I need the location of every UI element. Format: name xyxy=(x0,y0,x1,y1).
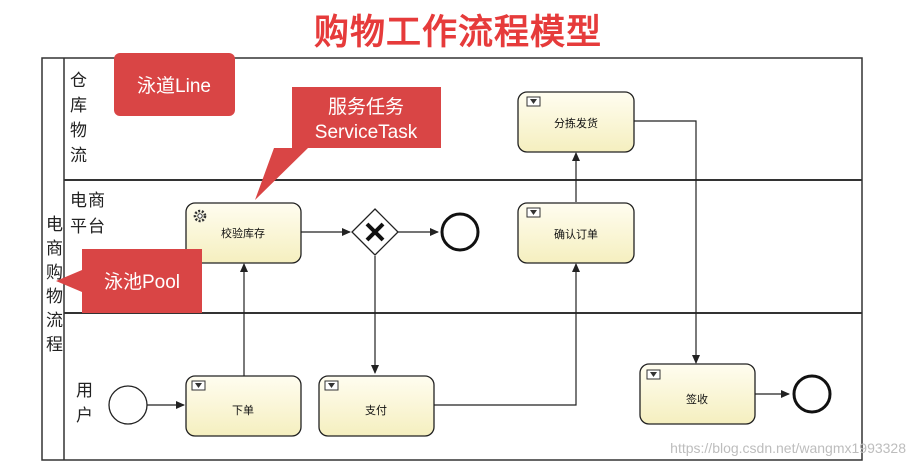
svg-text:物: 物 xyxy=(70,121,87,141)
callout-service-task: 服务任务 ServiceTask xyxy=(255,87,441,200)
svg-text:用: 用 xyxy=(76,381,93,401)
sequence-flows xyxy=(147,120,790,409)
watermark: https://blog.csdn.net/wangmx1993328 xyxy=(670,440,906,456)
end-event[interactable] xyxy=(440,212,480,252)
svg-text:流: 流 xyxy=(70,146,87,166)
pool-label-char: 购 xyxy=(46,263,63,283)
svg-text:泳池Pool: 泳池Pool xyxy=(104,271,180,293)
callout-lane: 泳道Line xyxy=(114,53,235,116)
diagram-title: 购物工作流程模型 xyxy=(313,13,602,53)
pool-label-char: 物 xyxy=(46,287,63,307)
svg-text:ServiceTask: ServiceTask xyxy=(315,122,418,143)
task-confirm-order[interactable]: 确认订单 xyxy=(517,202,635,264)
pool-frame xyxy=(41,57,863,461)
task-receive[interactable]: 签收 xyxy=(639,363,756,425)
task-pick-ship[interactable]: 分拣发货 xyxy=(517,91,635,153)
user-task-icon xyxy=(646,369,661,380)
svg-text:服务任务: 服务任务 xyxy=(328,96,404,118)
pool-label: 电 商 购 物 流 程 xyxy=(46,215,63,355)
start-event[interactable] xyxy=(108,385,148,425)
lane-label-user: 用 户 xyxy=(76,381,93,426)
svg-text:户: 户 xyxy=(76,406,93,426)
user-task-icon xyxy=(324,380,339,391)
pool-label-char: 电 xyxy=(46,215,63,235)
svg-text:仓: 仓 xyxy=(70,71,87,91)
task-label: 确认订单 xyxy=(554,228,598,241)
lane-label-warehouse: 仓 库 物 流 xyxy=(70,71,87,166)
task-label: 分拣发货 xyxy=(554,116,598,130)
pool-label-char: 流 xyxy=(46,311,63,331)
task-label: 下单 xyxy=(232,404,254,417)
task-label: 签收 xyxy=(686,392,708,406)
user-task-icon xyxy=(191,380,206,391)
flow-pick-to-receive xyxy=(634,120,700,364)
pool-label-char: 程 xyxy=(46,335,63,355)
svg-text:商: 商 xyxy=(88,191,105,211)
callout-pool: 泳池Pool xyxy=(56,249,202,313)
user-task-icon xyxy=(526,96,541,107)
svg-text:平: 平 xyxy=(70,217,87,237)
lane-label-platform: 电 商 平 台 xyxy=(70,191,105,237)
gear-icon xyxy=(193,209,207,223)
task-place-order[interactable]: 下单 xyxy=(185,375,302,437)
task-label: 校验库存 xyxy=(221,226,265,240)
end-event[interactable] xyxy=(792,374,832,414)
svg-text:库: 库 xyxy=(70,96,87,116)
pool-label-char: 商 xyxy=(46,239,63,259)
flow-pay-to-confirm xyxy=(434,263,580,406)
task-label: 支付 xyxy=(365,404,387,417)
svg-text:台: 台 xyxy=(88,217,105,237)
exclusive-gateway[interactable] xyxy=(351,208,399,256)
task-check-stock[interactable]: 校验库存 xyxy=(185,202,302,264)
task-pay[interactable]: 支付 xyxy=(318,375,435,437)
user-task-icon xyxy=(526,207,541,218)
svg-text:电: 电 xyxy=(70,191,87,211)
svg-text:泳道Line: 泳道Line xyxy=(137,75,211,97)
